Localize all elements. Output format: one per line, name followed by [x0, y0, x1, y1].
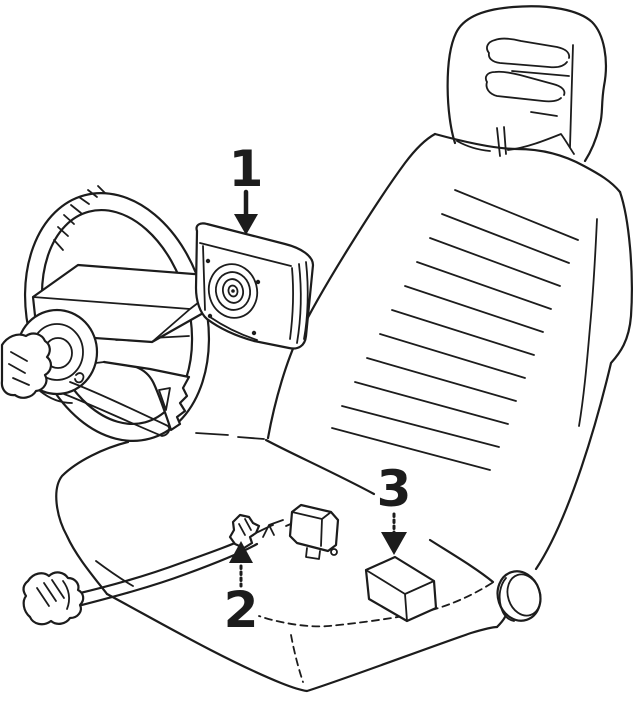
- callout-3[interactable]: 3: [377, 460, 412, 555]
- control-module-illustration: [364, 555, 438, 623]
- clockspring-boss-hook: [74, 372, 85, 384]
- column-shroud: [63, 381, 171, 437]
- harness-end-connector-pin: [330, 548, 338, 556]
- seatback-stripes: [331, 189, 579, 471]
- harness-bracket: [262, 519, 294, 538]
- cushion-back-seam: [258, 582, 493, 628]
- seatback-bolster-seam: [578, 218, 598, 427]
- callout-2-arrowhead: [229, 541, 253, 563]
- control-module-body: [364, 555, 438, 623]
- cushion-top-edge-left: [264, 438, 376, 496]
- wheel-web-cutout: [158, 387, 171, 411]
- seat-right-edge-lower: [495, 615, 507, 629]
- harness-connector-hatch: [36, 579, 70, 610]
- inflator-ring-core: [227, 284, 239, 298]
- recliner-knob-rim: [498, 577, 515, 622]
- airbag-module-bottom-face-line: [209, 316, 258, 341]
- module-rivet-1: [205, 258, 211, 264]
- recliner-knob-inner: [506, 573, 542, 617]
- cushion-corner-inner-line: [95, 560, 134, 587]
- inflator-ring-inner: [221, 278, 245, 304]
- harness-clip-marks: [238, 518, 252, 536]
- inflator-ring-outer: [207, 263, 259, 319]
- headrest-tube-bottom-underline: [530, 111, 558, 117]
- module-rivet-4: [251, 330, 257, 336]
- callout-2[interactable]: 2: [224, 541, 259, 639]
- seat-illustration: [55, 5, 633, 693]
- callout-1[interactable]: 1: [229, 140, 264, 235]
- headrest-bottom-edge: [456, 133, 575, 155]
- cushion-bottom-edge: [105, 592, 499, 693]
- harness-end-connector-foot: [305, 547, 321, 560]
- seatback-top-edge: [433, 132, 622, 194]
- callout-3-arrowhead: [381, 532, 407, 555]
- headrest-tube-top: [486, 37, 571, 69]
- headrest-posts: [496, 126, 507, 157]
- callout-1-label[interactable]: 1: [229, 140, 264, 198]
- seatback-left-edge: [266, 132, 437, 440]
- inflator-ring-mid: [214, 271, 252, 311]
- airbag-module-body: [194, 222, 315, 350]
- module-rivet-3: [207, 313, 213, 319]
- callout-2-label[interactable]: 2: [224, 581, 259, 639]
- inflator-center-dot: [231, 289, 235, 293]
- harness-clip: [228, 513, 261, 550]
- cushion-top-dashes: [195, 432, 265, 440]
- steering-wheel-illustration: [0, 185, 238, 442]
- callout-1-arrowhead: [234, 214, 258, 235]
- headrest-tube-border: [569, 44, 574, 148]
- airbag-module-top-face-line: [199, 242, 292, 267]
- airbag-module-left-face-line: [202, 245, 206, 311]
- airbag-module-side-flange: [289, 261, 309, 344]
- cushion-front-seam: [290, 634, 304, 683]
- cushion-left-edge: [55, 440, 130, 596]
- module-rivet-2: [255, 279, 261, 285]
- airbag-module-illustration: [194, 222, 315, 350]
- wheel-lower-spoke-web: [102, 360, 191, 432]
- headrest-tube-bottom: [484, 70, 566, 103]
- clockspring-boss-lip: [39, 390, 73, 404]
- harness-end-connector-edges: [291, 511, 332, 547]
- cushion-top-edge-right: [428, 538, 495, 584]
- control-module-edges: [365, 569, 435, 622]
- airbag-inflator-rings: [207, 263, 259, 319]
- column-u-joint-hatch: [8, 351, 30, 386]
- callout-3-label[interactable]: 3: [377, 460, 412, 518]
- wheel-rim-hatching: [53, 185, 106, 251]
- seatback-right-edge: [534, 190, 633, 571]
- headrest-outline: [446, 5, 607, 163]
- headrest-tube-top-underline: [511, 70, 570, 77]
- column-u-joint: [0, 332, 52, 399]
- harness-illustration: [22, 503, 340, 626]
